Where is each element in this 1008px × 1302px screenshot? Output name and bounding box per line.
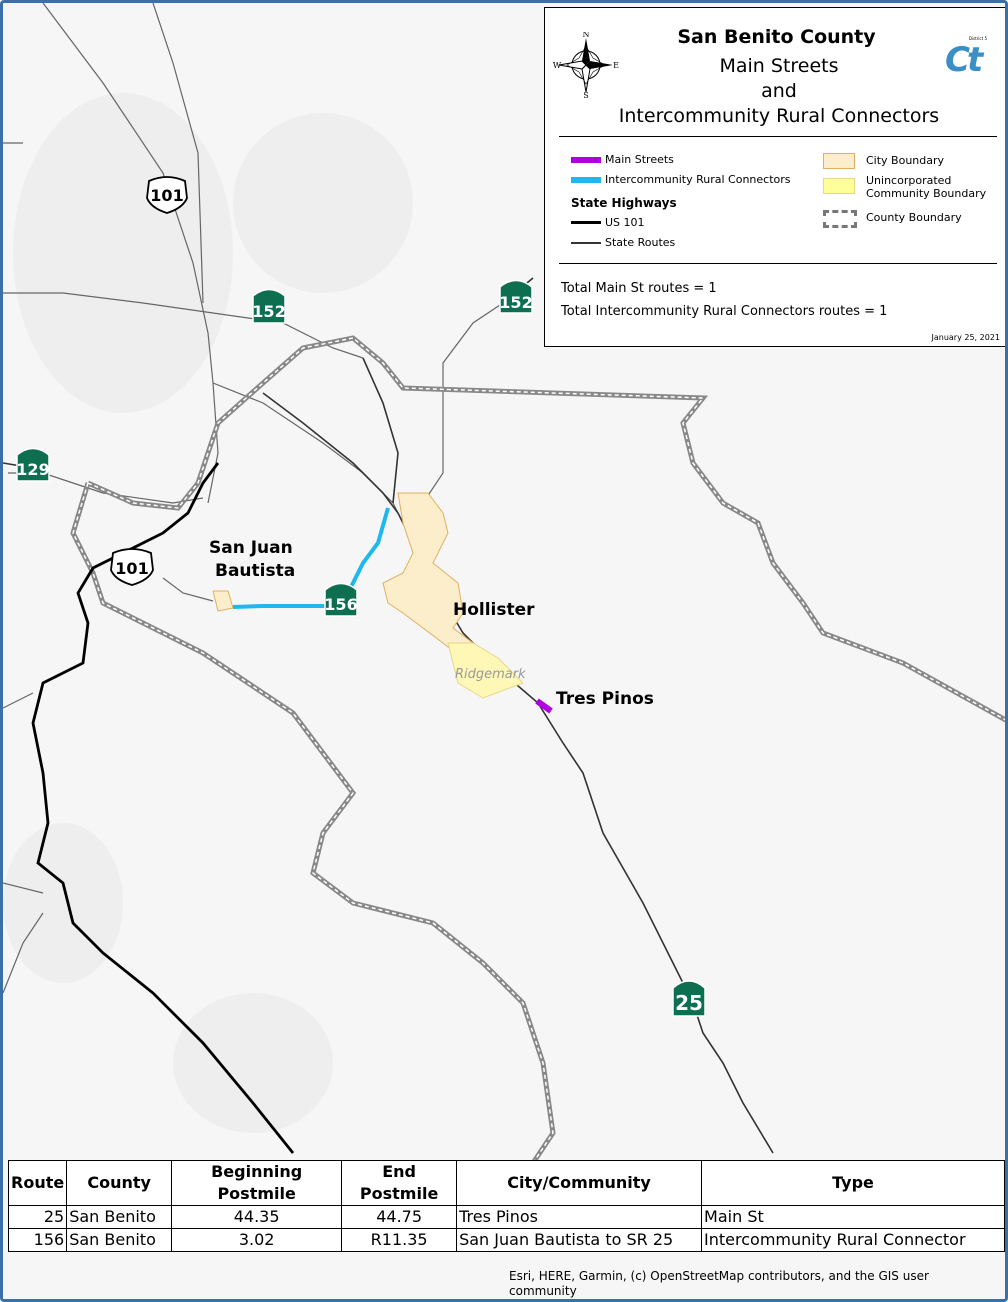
svg-text:101: 101 xyxy=(115,559,148,578)
col-type: Type xyxy=(701,1160,1005,1206)
attribution-text: Esri, HERE, Garmin, (c) OpenStreetMap co… xyxy=(509,1269,929,1298)
sr129-shield: 129 xyxy=(16,447,50,482)
cell-begin: 3.02 xyxy=(171,1228,343,1252)
legend-rural-connectors: Intercommunity Rural Connectors xyxy=(605,173,791,186)
svg-text:129: 129 xyxy=(16,460,49,479)
sr156-shield: 156 xyxy=(324,582,358,617)
table-row: 156 San Benito 3.02 R11.35 San Juan Baut… xyxy=(7,1228,1005,1252)
cell-county: San Benito xyxy=(66,1205,173,1229)
legend-us101: US 101 xyxy=(605,216,645,229)
cell-city: San Juan Bautista to SR 25 xyxy=(456,1228,703,1252)
divider xyxy=(559,136,997,137)
logo-district: District 5 xyxy=(968,36,987,41)
compass-n: N xyxy=(583,32,590,39)
col-begin-postmile: Beginning Postmile xyxy=(171,1160,343,1206)
us101-highway xyxy=(31,462,295,1154)
col-county: County xyxy=(66,1160,173,1206)
total-main-st: Total Main St routes = 1 xyxy=(561,281,717,296)
compass-e: E xyxy=(613,61,619,70)
cell-begin: 44.35 xyxy=(171,1205,343,1229)
legend-state-routes: State Routes xyxy=(605,236,676,249)
legend-city-boundary: City Boundary xyxy=(866,154,945,167)
swatch-county-boundary xyxy=(823,210,857,228)
label-san-juan-2: Bautista xyxy=(215,561,295,581)
cell-end: 44.75 xyxy=(341,1205,458,1229)
san-juan-boundary xyxy=(212,590,234,612)
swatch-unincorporated xyxy=(823,178,855,194)
svg-text:152: 152 xyxy=(499,293,532,312)
svg-text:25: 25 xyxy=(675,991,703,1015)
map-date: January 25, 2021 xyxy=(931,333,1001,342)
svg-text:152: 152 xyxy=(252,302,285,321)
map-title: San Benito County xyxy=(677,26,876,48)
caltrans-logo: District 5 Ct xyxy=(943,36,1001,82)
swatch-state-routes xyxy=(571,242,601,244)
legend-state-highways-heading: State Highways xyxy=(571,196,677,210)
swatch-rural-connectors xyxy=(571,177,601,183)
swatch-us101 xyxy=(571,221,601,224)
col-city-community: City/Community xyxy=(456,1160,703,1206)
cell-city: Tres Pinos xyxy=(456,1205,703,1229)
cell-route: 156 xyxy=(7,1228,68,1252)
label-san-juan-1: San Juan xyxy=(209,538,293,558)
cell-type: Main St xyxy=(701,1205,1005,1229)
us101-shield-south: 101 xyxy=(110,548,154,586)
cell-county: San Benito xyxy=(66,1228,173,1252)
county-boundary xyxy=(70,335,1005,1165)
swatch-main-streets xyxy=(571,157,601,163)
legend-main-streets: Main Streets xyxy=(605,153,674,166)
compass-s: S xyxy=(583,91,588,98)
label-hollister: Hollister xyxy=(453,600,535,620)
map-subtitle-2: and xyxy=(761,80,797,102)
table-row: 25 San Benito 44.35 44.75 Tres Pinos Mai… xyxy=(7,1205,1005,1229)
main-street-tres-pinos[interactable] xyxy=(535,698,553,714)
label-tres-pinos: Tres Pinos xyxy=(556,689,654,709)
us101-shield-north: 101 xyxy=(146,176,188,214)
compass-w: W xyxy=(553,61,562,70)
divider xyxy=(559,263,997,264)
terrain-shading xyxy=(3,93,413,1133)
cell-route: 25 xyxy=(7,1205,68,1229)
total-rural: Total Intercommunity Rural Connectors ro… xyxy=(561,304,888,319)
col-end-postmile: End Postmile xyxy=(341,1160,458,1206)
legend-box: N S E W District 5 Ct San Benito County … xyxy=(544,7,1005,347)
label-ridgemark: Ridgemark xyxy=(455,667,526,682)
compass-rose-icon: N S E W xyxy=(553,32,619,98)
table-header-row: Route County Beginning Postmile End Post… xyxy=(7,1160,1005,1206)
svg-text:101: 101 xyxy=(150,186,183,205)
routes-table: Route County Beginning Postmile End Post… xyxy=(7,1160,1005,1252)
cell-type: Intercommunity Rural Connector xyxy=(701,1228,1005,1252)
ridgemark-boundary xyxy=(447,642,524,699)
legend-unincorporated: Unincorporated Community Boundary xyxy=(866,174,987,200)
map-subtitle-1: Main Streets xyxy=(719,55,839,77)
sr25-shield: 25 xyxy=(672,980,706,1017)
map-subtitle-3: Intercommunity Rural Connectors xyxy=(618,105,940,127)
cell-end: R11.35 xyxy=(341,1228,458,1252)
svg-text:156: 156 xyxy=(324,595,357,614)
legend-county-boundary: County Boundary xyxy=(866,211,962,224)
sr152-shield-east: 152 xyxy=(499,279,533,314)
col-route: Route xyxy=(7,1160,68,1206)
logo-mark: Ct xyxy=(945,40,983,80)
swatch-city-boundary xyxy=(823,153,855,169)
sr152-shield-west: 152 xyxy=(252,288,286,324)
